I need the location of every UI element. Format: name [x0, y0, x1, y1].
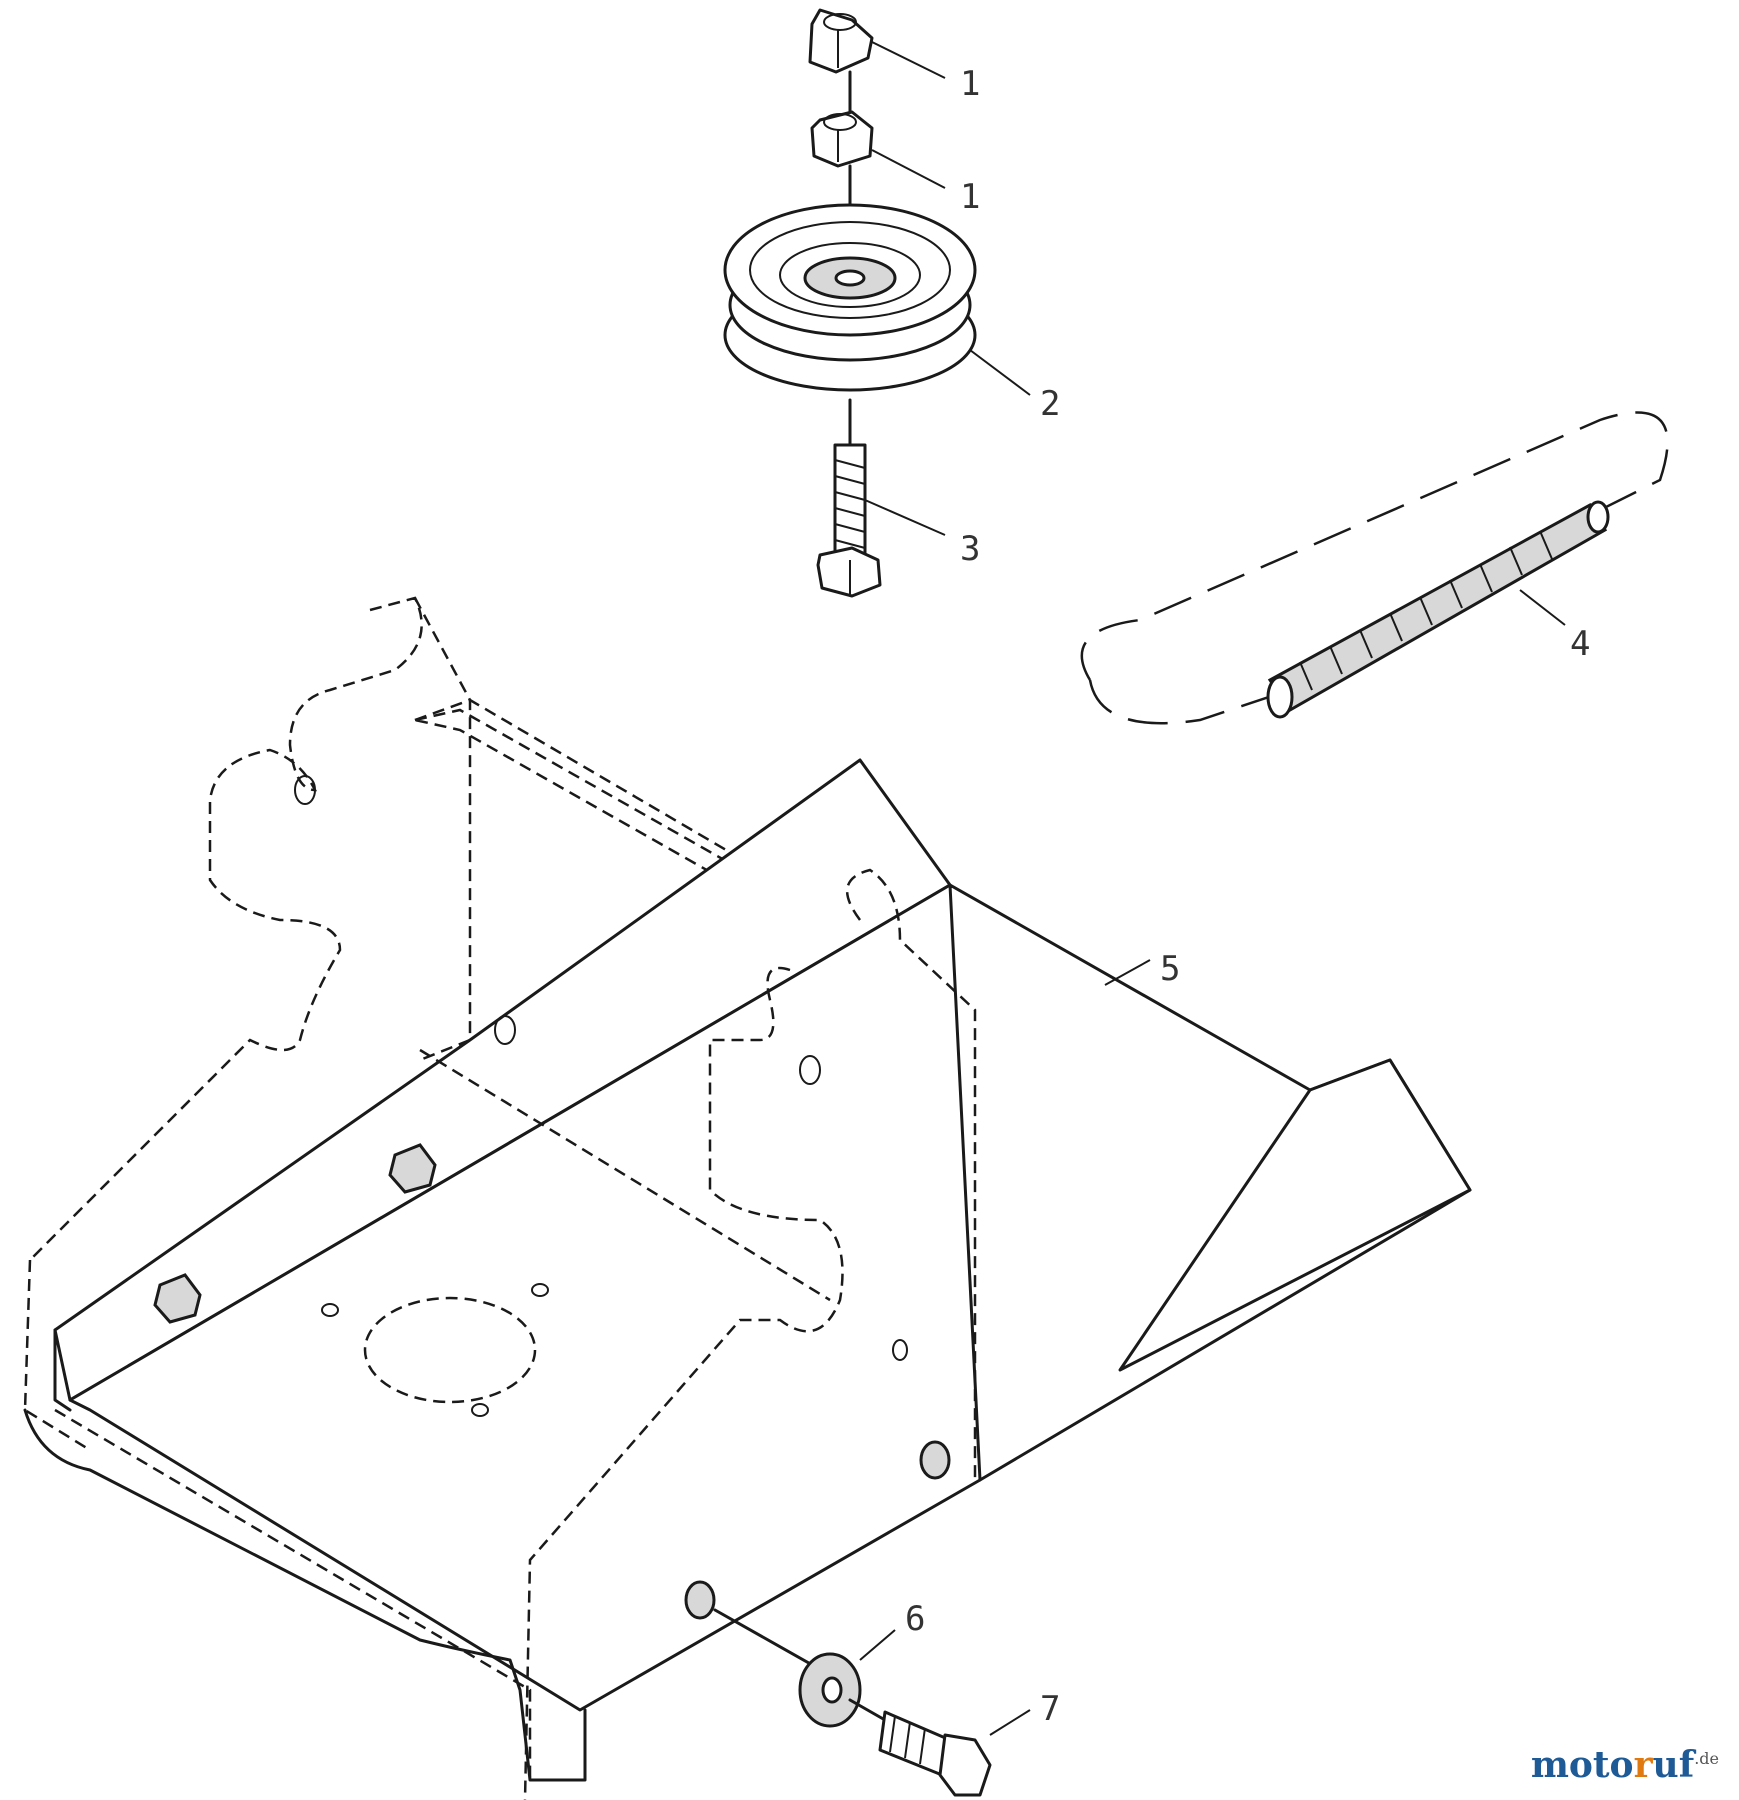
callout-6: 6 [905, 1599, 925, 1639]
watermark-logo: motoruf.de [1530, 1744, 1719, 1786]
pulley-part-2 [723, 203, 977, 392]
nut-part-1-top [808, 8, 874, 74]
belt-part-4 [1080, 411, 1669, 725]
washer-part-6 [798, 1652, 862, 1728]
spacer-tube-part-4 [1266, 500, 1610, 719]
callout-4: 4 [1570, 624, 1590, 664]
screw-part-7 [878, 1710, 992, 1797]
callout-3: 3 [960, 529, 980, 569]
leader-lines [859, 41, 1566, 1736]
callout-5: 5 [1160, 949, 1180, 989]
callout-7: 7 [1040, 1689, 1060, 1729]
bolt-part-3 [816, 443, 882, 598]
callout-2: 2 [1040, 384, 1060, 424]
callout-1-bottom: 1 [960, 177, 980, 217]
mounting-plate-part-5 [23, 596, 1472, 1800]
nut-part-1-bottom [810, 110, 874, 168]
callout-1-top: 1 [960, 64, 980, 104]
